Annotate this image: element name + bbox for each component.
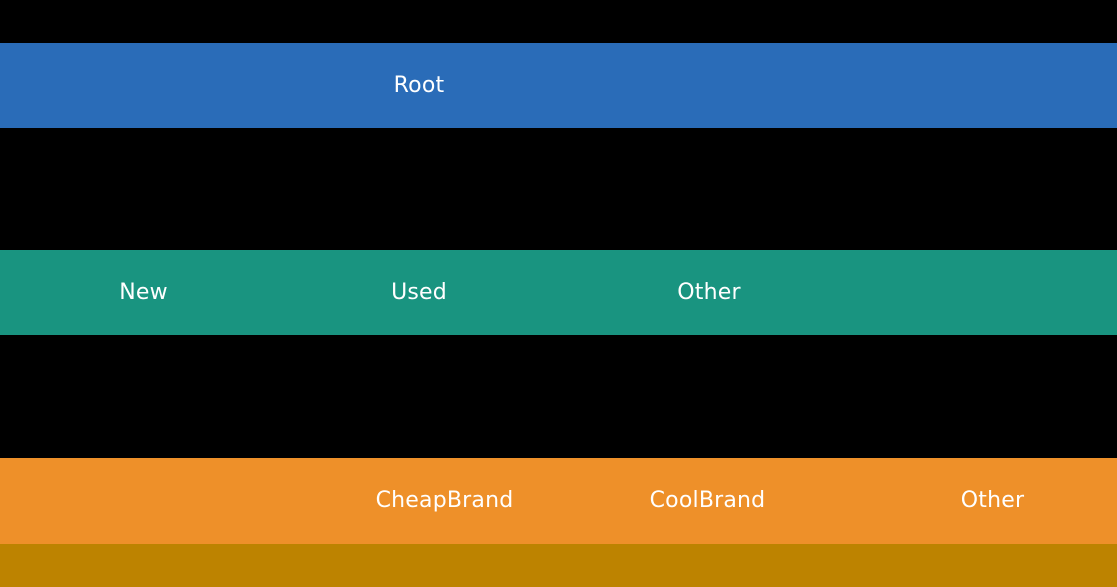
treemap-node-root-0[interactable] [0, 43, 318, 128]
treemap-node-category-4[interactable] [520, 250, 608, 335]
treemap-node-category-1[interactable]: New [44, 250, 243, 335]
treemap-node-brand-2[interactable] [545, 458, 607, 544]
treemap-node-brand-4[interactable] [808, 458, 868, 544]
treemap-node-leaf-0[interactable] [0, 544, 1117, 587]
treemap-node-label: Root [393, 72, 445, 98]
treemap-node-label: Other [677, 279, 741, 305]
treemap-node-category-0[interactable] [0, 250, 44, 335]
treemap-node-root-2[interactable] [520, 43, 1117, 128]
treemap-node-label: CoolBrand [649, 488, 766, 513]
treemap-node-brand-5[interactable]: Other [868, 458, 1117, 544]
treemap-node-label: New [119, 279, 168, 305]
treemap-node-root-1[interactable]: Root [318, 43, 520, 128]
treemap-node-label: CheapBrand [375, 488, 514, 513]
treemap-node-label: Other [960, 488, 1025, 513]
treemap-node-brand-0[interactable] [0, 458, 344, 544]
treemap-node-brand-3[interactable]: CoolBrand [607, 458, 808, 544]
treemap-node-brand-1[interactable]: CheapBrand [344, 458, 545, 544]
treemap-node-label: Used [391, 279, 447, 305]
treemap-node-category-5[interactable]: Other [608, 250, 810, 335]
treemap-node-category-6[interactable] [810, 250, 1117, 335]
treemap-node-category-3[interactable]: Used [318, 250, 520, 335]
treemap-node-category-2[interactable] [243, 250, 318, 335]
